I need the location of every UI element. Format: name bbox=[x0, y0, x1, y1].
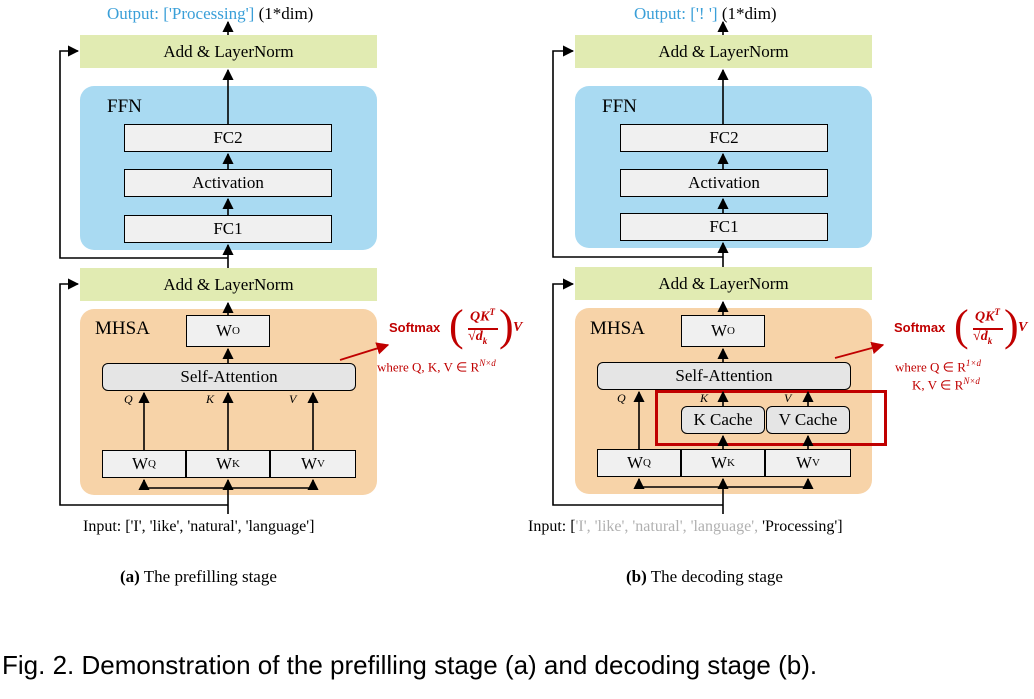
add-layernorm-bottom-a: Add & LayerNorm bbox=[80, 268, 377, 301]
sqrt-a: √dk bbox=[468, 329, 488, 346]
residual-mhsa-a bbox=[59, 278, 228, 506]
v-cache-box: V Cache bbox=[766, 406, 850, 434]
numerator-b: QKT bbox=[975, 307, 1000, 325]
softmax-label-b: Softmax bbox=[894, 320, 946, 335]
caption-tag-a: (a) bbox=[120, 567, 140, 586]
q-label-a: Q bbox=[124, 392, 133, 406]
v-label-b: V bbox=[784, 391, 792, 405]
paren-right-a: ) bbox=[499, 301, 514, 350]
add-layernorm-top-b: Add & LayerNorm bbox=[575, 35, 872, 68]
fc2-box-a: FC2 bbox=[124, 124, 332, 152]
softmax-formula-b: Softmax ( QKT √dk ) V bbox=[890, 301, 1030, 356]
caption-b: (b) The decoding stage bbox=[626, 567, 783, 587]
caption-tag-b: (b) bbox=[626, 567, 647, 586]
residual-ffn-a bbox=[59, 45, 228, 259]
output-label-a: Output: ['Processing'] (1*dim) bbox=[107, 4, 313, 24]
output-dim-a: (1*dim) bbox=[258, 4, 314, 23]
formula-v-a: V bbox=[513, 320, 523, 335]
input-cached-b: 'I', 'like', 'natural', 'language', bbox=[575, 518, 759, 535]
fraction-bar-b bbox=[973, 328, 1003, 330]
residual-mhsa-b bbox=[552, 278, 723, 506]
caption-a: (a) The prefilling stage bbox=[120, 567, 277, 587]
output-tokens-b: Output: ['! '] bbox=[634, 4, 718, 23]
q-label-b: Q bbox=[617, 391, 626, 405]
self-attention-box-b: Self-Attention bbox=[597, 362, 851, 390]
input-prefix-b: Input: [ bbox=[528, 518, 576, 535]
softmax-label-a: Softmax bbox=[389, 320, 441, 335]
fc1-box-b: FC1 bbox=[620, 213, 828, 241]
where-text-b1: where Q ∈ R1×d bbox=[895, 358, 981, 375]
activation-box-b: Activation bbox=[620, 169, 828, 197]
caption-text-b: The decoding stage bbox=[650, 567, 783, 586]
add-layernorm-top-a: Add & LayerNorm bbox=[80, 35, 377, 68]
mhsa-label-b: MHSA bbox=[590, 318, 645, 339]
output-tokens-a: Output: ['Processing'] bbox=[107, 4, 255, 23]
fraction-bar-a bbox=[468, 328, 498, 330]
k-label-b: K bbox=[700, 391, 709, 405]
paren-right-b: ) bbox=[1004, 301, 1019, 350]
k-cache-box: K Cache bbox=[681, 406, 765, 434]
arrows-panel-a bbox=[59, 20, 319, 514]
formula-pointer-b bbox=[834, 341, 885, 359]
add-layernorm-bottom-b: Add & LayerNorm bbox=[575, 267, 872, 300]
v-label-a: V bbox=[289, 392, 297, 406]
mhsa-label-a: MHSA bbox=[95, 318, 150, 339]
formula-v-b: V bbox=[1018, 320, 1028, 335]
output-dim-b: (1*dim) bbox=[721, 4, 777, 23]
arrows-panel-b bbox=[552, 20, 814, 514]
k-label-a: K bbox=[206, 392, 215, 406]
formula-pointer-a bbox=[339, 342, 390, 361]
caption-text-a: The prefilling stage bbox=[143, 567, 277, 586]
activation-box-a: Activation bbox=[124, 169, 332, 197]
ffn-label-b: FFN bbox=[602, 96, 637, 117]
fc1-box-a: FC1 bbox=[124, 215, 332, 243]
fc2-box-b: FC2 bbox=[620, 124, 828, 152]
where-text-a: where Q, K, V ∈ RN×d bbox=[377, 358, 496, 375]
sqrt-b: √dk bbox=[973, 329, 993, 346]
paren-left-a: ( bbox=[449, 301, 464, 350]
self-attention-box-a: Self-Attention bbox=[102, 363, 356, 391]
paren-left-b: ( bbox=[954, 301, 969, 350]
numerator-a: QKT bbox=[470, 307, 495, 325]
output-label-b: Output: ['! '] (1*dim) bbox=[634, 4, 777, 24]
input-label-b: Input: ['I', 'like', 'natural', 'languag… bbox=[528, 518, 843, 536]
residual-ffn-b bbox=[552, 45, 723, 258]
ffn-label-a: FFN bbox=[107, 96, 142, 117]
where-text-b2: K, V ∈ RN×d bbox=[912, 376, 980, 393]
cache-highlight-frame bbox=[655, 390, 887, 446]
softmax-formula-a: Softmax ( QKT √dk ) V bbox=[385, 301, 525, 356]
input-label-a: Input: ['I', 'like', 'natural', 'languag… bbox=[83, 518, 315, 535]
figure-caption: Fig. 2. Demonstration of the prefilling … bbox=[2, 650, 818, 680]
input-new-b: 'Processing'] bbox=[762, 518, 843, 535]
